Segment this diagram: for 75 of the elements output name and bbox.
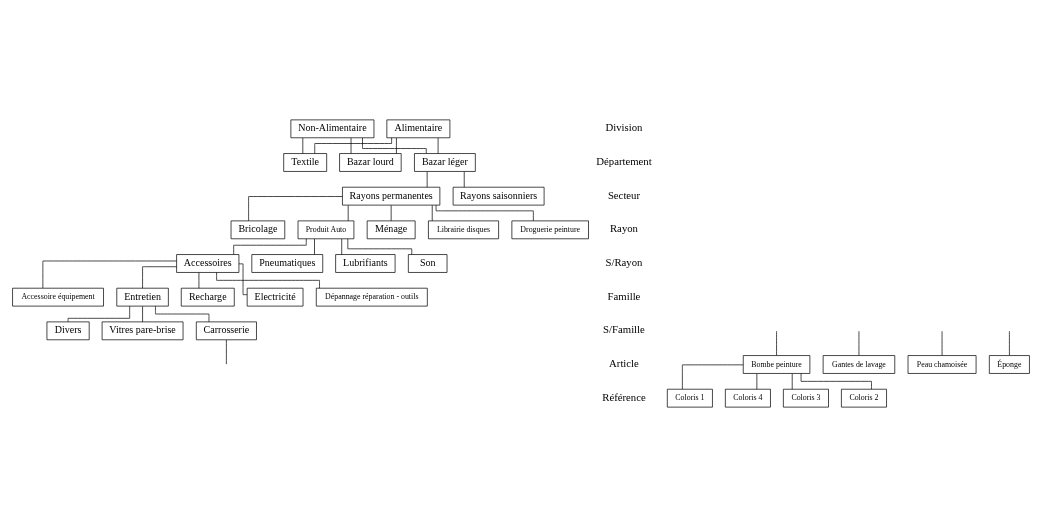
label: Division [605, 121, 643, 134]
label: S/Rayon [605, 256, 643, 269]
node-box: Produit Auto [297, 220, 355, 240]
node-box: Carrosserie [195, 321, 257, 341]
connector [216, 272, 320, 289]
node-box: Alimentaire [386, 119, 451, 139]
connector [800, 373, 872, 390]
connector [776, 330, 777, 356]
connector [756, 373, 758, 390]
node-box: Electricité [246, 287, 304, 307]
connector [362, 137, 427, 154]
connector [314, 238, 315, 255]
node-box: Dépannage réparation - outils [315, 287, 428, 307]
connector [437, 137, 439, 154]
node-box: Recharge [180, 287, 235, 307]
node-box: Coloris 4 [725, 388, 771, 408]
connector [791, 373, 793, 390]
node-box: Peau chamoisée [907, 355, 977, 374]
connector [42, 260, 177, 289]
connector [390, 205, 392, 222]
connector [431, 205, 433, 222]
connector [426, 171, 428, 188]
node-box: Librairie disques [428, 220, 499, 240]
connector [302, 137, 304, 154]
node-box: Accessoires [176, 254, 240, 273]
node-box: Bricolage [230, 220, 286, 240]
label: Famille [607, 289, 641, 302]
label: Article [609, 357, 639, 370]
node-box: Coloris 1 [666, 388, 713, 408]
connector [347, 205, 349, 222]
node-box: Vitres pare-brise [101, 321, 184, 341]
connector [142, 306, 143, 323]
node-box: Pneumatiques [251, 254, 324, 273]
node-box: Non-Alimentaire [290, 119, 375, 139]
connector [341, 238, 343, 255]
connector [858, 330, 860, 356]
connector [155, 305, 210, 323]
node-box: Lubrifiants [335, 254, 396, 273]
connector [682, 364, 744, 390]
connector [238, 263, 248, 296]
node-box: Bazar lourd [339, 153, 402, 172]
node-box: Éponge [988, 355, 1030, 374]
node-box: Accessoire équipement [12, 287, 104, 307]
label: Référence [602, 390, 646, 403]
connector [248, 196, 343, 222]
node-box: Coloris 3 [783, 388, 829, 408]
connector [67, 305, 131, 323]
node-box: Bazar léger [414, 153, 476, 172]
connector [347, 238, 413, 255]
label: Département [596, 155, 652, 167]
label: S/Famille [603, 323, 645, 336]
node-box: Bombe peinture [742, 355, 811, 374]
connector [233, 238, 307, 255]
node-box: Ménage [366, 220, 416, 240]
node-box: Entretien [116, 287, 169, 307]
connector [142, 266, 177, 289]
node-box: Rayons permanentes [342, 186, 441, 206]
node-box: Droguerie peinture [511, 220, 589, 240]
connector [435, 204, 534, 222]
connector [350, 137, 352, 154]
connector [198, 272, 200, 289]
connector [396, 137, 397, 154]
node-box: Gantes de lavage [822, 355, 896, 374]
label: Secteur [607, 188, 641, 201]
node-box: Rayons saisonniers [452, 186, 545, 206]
connector [1009, 330, 1010, 356]
label: Rayon [609, 222, 638, 235]
connector [941, 330, 943, 356]
node-box: Divers [46, 321, 90, 341]
node-box: Coloris 2 [841, 388, 887, 408]
connector [226, 339, 227, 365]
node-box: Son [408, 254, 448, 273]
node-box: Textile [283, 153, 328, 172]
connector [463, 171, 465, 188]
connector [314, 137, 392, 154]
